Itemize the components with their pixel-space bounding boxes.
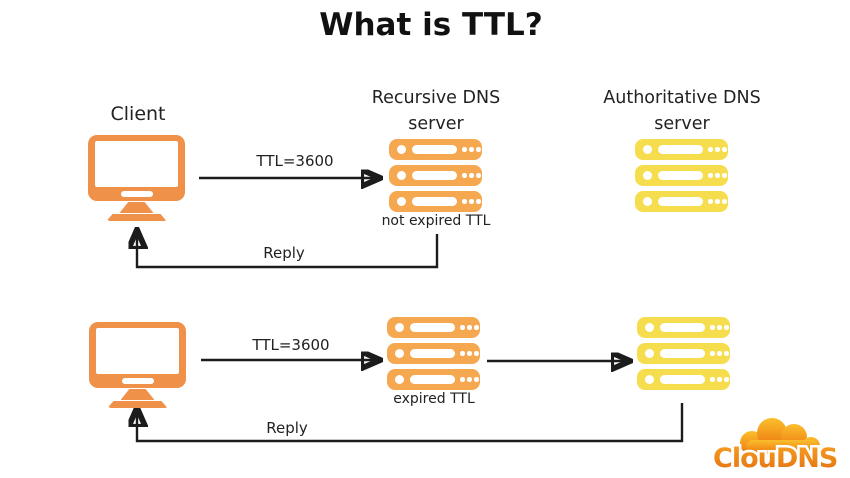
clouddns-logo: ClouDNS xyxy=(711,418,841,476)
server-row xyxy=(635,191,728,212)
server-row xyxy=(389,165,482,186)
server-drive-slot xyxy=(412,145,457,154)
reply-label-2: Reply xyxy=(266,419,308,437)
server-row xyxy=(387,369,480,390)
server-row xyxy=(637,343,730,364)
server-ports-icon xyxy=(710,377,729,382)
server-row xyxy=(635,139,728,160)
client-monitor-icon xyxy=(88,135,185,221)
server-row xyxy=(387,317,480,338)
client-column-header: Client xyxy=(110,103,166,125)
authoritative-dns-server-icon-2 xyxy=(637,317,730,390)
server-drive-slot xyxy=(658,171,703,180)
server-ports-icon xyxy=(460,351,479,356)
server-led-icon xyxy=(397,145,406,154)
server-drive-slot xyxy=(410,323,455,332)
ttl-status-label-2: expired TTL xyxy=(393,391,475,407)
server-ports-icon xyxy=(710,325,729,330)
cloud-icon xyxy=(740,418,820,455)
server-drive-slot xyxy=(660,349,705,358)
ttl-status-label-1: not expired TTL xyxy=(381,213,491,229)
recursive-dns-server-icon-2 xyxy=(387,317,480,390)
server-led-icon xyxy=(645,349,654,358)
page-title: What is TTL? xyxy=(319,7,543,43)
server-led-icon xyxy=(395,375,404,384)
server-row xyxy=(635,165,728,186)
server-ports-icon xyxy=(710,351,729,356)
server-row xyxy=(637,369,730,390)
server-drive-slot xyxy=(658,145,703,154)
server-led-icon xyxy=(397,171,406,180)
server-drive-slot xyxy=(660,375,705,384)
recursive-dns-server-icon xyxy=(389,139,482,212)
reply-arrow-2 xyxy=(137,403,684,443)
server-drive-slot xyxy=(412,171,457,180)
server-ports-icon xyxy=(708,147,727,152)
server-drive-slot xyxy=(658,197,703,206)
client-monitor-icon-2 xyxy=(89,322,186,408)
server-led-icon xyxy=(397,197,406,206)
server-led-icon xyxy=(643,197,652,206)
authoritative-dns-column-header: Authoritative DNS server xyxy=(603,88,761,135)
server-led-icon xyxy=(643,171,652,180)
server-row xyxy=(389,139,482,160)
server-led-icon xyxy=(645,375,654,384)
server-led-icon xyxy=(395,323,404,332)
server-drive-slot xyxy=(410,375,455,384)
server-ports-icon xyxy=(708,199,727,204)
ttl-request-label-2: TTL=3600 xyxy=(252,336,330,354)
server-ports-icon xyxy=(462,199,481,204)
server-drive-slot xyxy=(660,323,705,332)
server-ports-icon xyxy=(462,147,481,152)
server-ports-icon xyxy=(708,173,727,178)
server-led-icon xyxy=(645,323,654,332)
clouddns-logo-text: ClouDNS xyxy=(713,443,837,474)
ttl-request-label-1: TTL=3600 xyxy=(256,152,334,170)
server-ports-icon xyxy=(460,325,479,330)
server-row xyxy=(389,191,482,212)
server-led-icon xyxy=(395,349,404,358)
server-ports-icon xyxy=(460,377,479,382)
server-led-icon xyxy=(643,145,652,154)
server-row xyxy=(387,343,480,364)
recursive-dns-column-header: Recursive DNS server xyxy=(371,88,501,135)
server-ports-icon xyxy=(462,173,481,178)
reply-label-1: Reply xyxy=(263,244,305,262)
authoritative-dns-server-icon xyxy=(635,139,728,212)
server-drive-slot xyxy=(412,197,457,206)
server-drive-slot xyxy=(410,349,455,358)
server-row xyxy=(637,317,730,338)
